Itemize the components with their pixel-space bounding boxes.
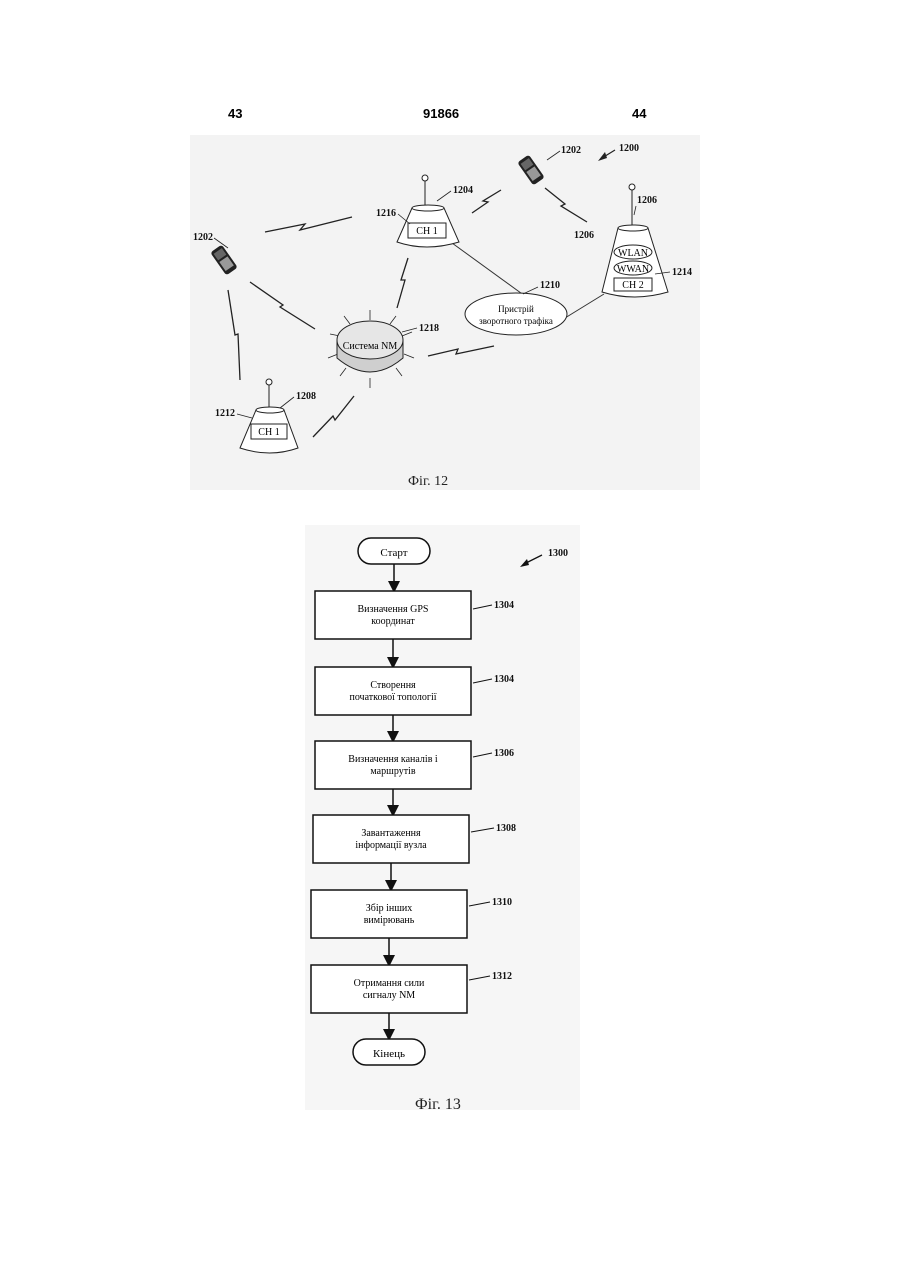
top-node-station-ref: 1204 <box>453 185 473 196</box>
step-1-line1: Визначення GPS <box>358 604 429 615</box>
step-2-line1: Створення <box>370 680 416 691</box>
step-nm-signal-strength <box>311 965 467 1013</box>
backhaul-label-line1: Пристрій <box>498 304 534 314</box>
bottom-node-station-ref: 1208 <box>296 391 316 402</box>
step-2-line2: початкової топології <box>349 692 436 703</box>
step-initial-topology <box>315 667 471 715</box>
right-node-box-ref: 1214 <box>672 267 692 278</box>
patent-number: 91866 <box>423 106 459 121</box>
page-number-left: 43 <box>228 106 242 121</box>
right-node-label: CH 2 <box>622 280 643 291</box>
step-3-line2: маршрутів <box>370 766 415 777</box>
step-1-ref: 1304 <box>494 600 514 611</box>
bottom-node-label: CH 1 <box>258 427 279 438</box>
backhaul-device: Пристрій зворотного трафіка <box>465 293 567 335</box>
wlan-label: WLAN <box>618 248 648 259</box>
phone-top-ref: 1202 <box>561 145 581 156</box>
backhaul-ref: 1210 <box>540 280 560 291</box>
figure-12-caption: Фіг. 12 <box>408 474 448 490</box>
step-3-ref: 1306 <box>494 748 514 759</box>
step-3-line1: Визначення каналів і <box>348 754 438 765</box>
step-6-line1: Отримання сили <box>354 978 425 989</box>
flowchart-ref: 1300 <box>548 548 568 559</box>
page-number-right: 44 <box>632 106 646 121</box>
figure-13-caption: Фіг. 13 <box>415 1096 461 1114</box>
step-other-measurements <box>311 890 467 938</box>
step-5-line1: Збір інших <box>366 903 413 914</box>
right-node-box-ref: 1206 <box>574 230 594 241</box>
system-ref: 1200 <box>619 143 639 154</box>
backhaul-label-line2: зворотного трафіка <box>479 316 553 326</box>
step-gps-coordinates <box>315 591 471 639</box>
figure-12-network-diagram: 1202 1200 1202 CH 1 1204 1216 WLAN WWAN … <box>190 135 700 490</box>
phone-left-ref: 1202 <box>193 232 213 243</box>
step-4-ref: 1308 <box>496 823 516 834</box>
step-4-line1: Завантаження <box>361 828 421 839</box>
step-1-line2: координат <box>371 616 415 627</box>
top-node-label: CH 1 <box>416 226 437 237</box>
step-2-ref: 1304 <box>494 674 514 685</box>
step-4-line2: інформації вузла <box>355 840 427 851</box>
step-channels-routes <box>315 741 471 789</box>
right-node-station-ref: 1206 <box>637 195 657 206</box>
step-5-line2: вимірювань <box>364 915 415 926</box>
top-node-box-ref: 1216 <box>376 208 396 219</box>
step-5-ref: 1310 <box>492 897 512 908</box>
step-load-node-info <box>313 815 469 863</box>
start-label: Старт <box>380 547 407 559</box>
step-6-ref: 1312 <box>492 971 512 982</box>
bottom-node-box-ref: 1212 <box>215 408 235 419</box>
figure-13-flowchart: Старт 1300 Визначення GPS координат 1304… <box>305 525 580 1110</box>
wwan-label: WWAN <box>617 264 649 275</box>
nm-system-label: Система NM <box>343 341 398 352</box>
step-6-line2: сигналу NM <box>363 990 415 1001</box>
nm-system-ref: 1218 <box>419 323 439 334</box>
end-label: Кінець <box>373 1048 405 1060</box>
